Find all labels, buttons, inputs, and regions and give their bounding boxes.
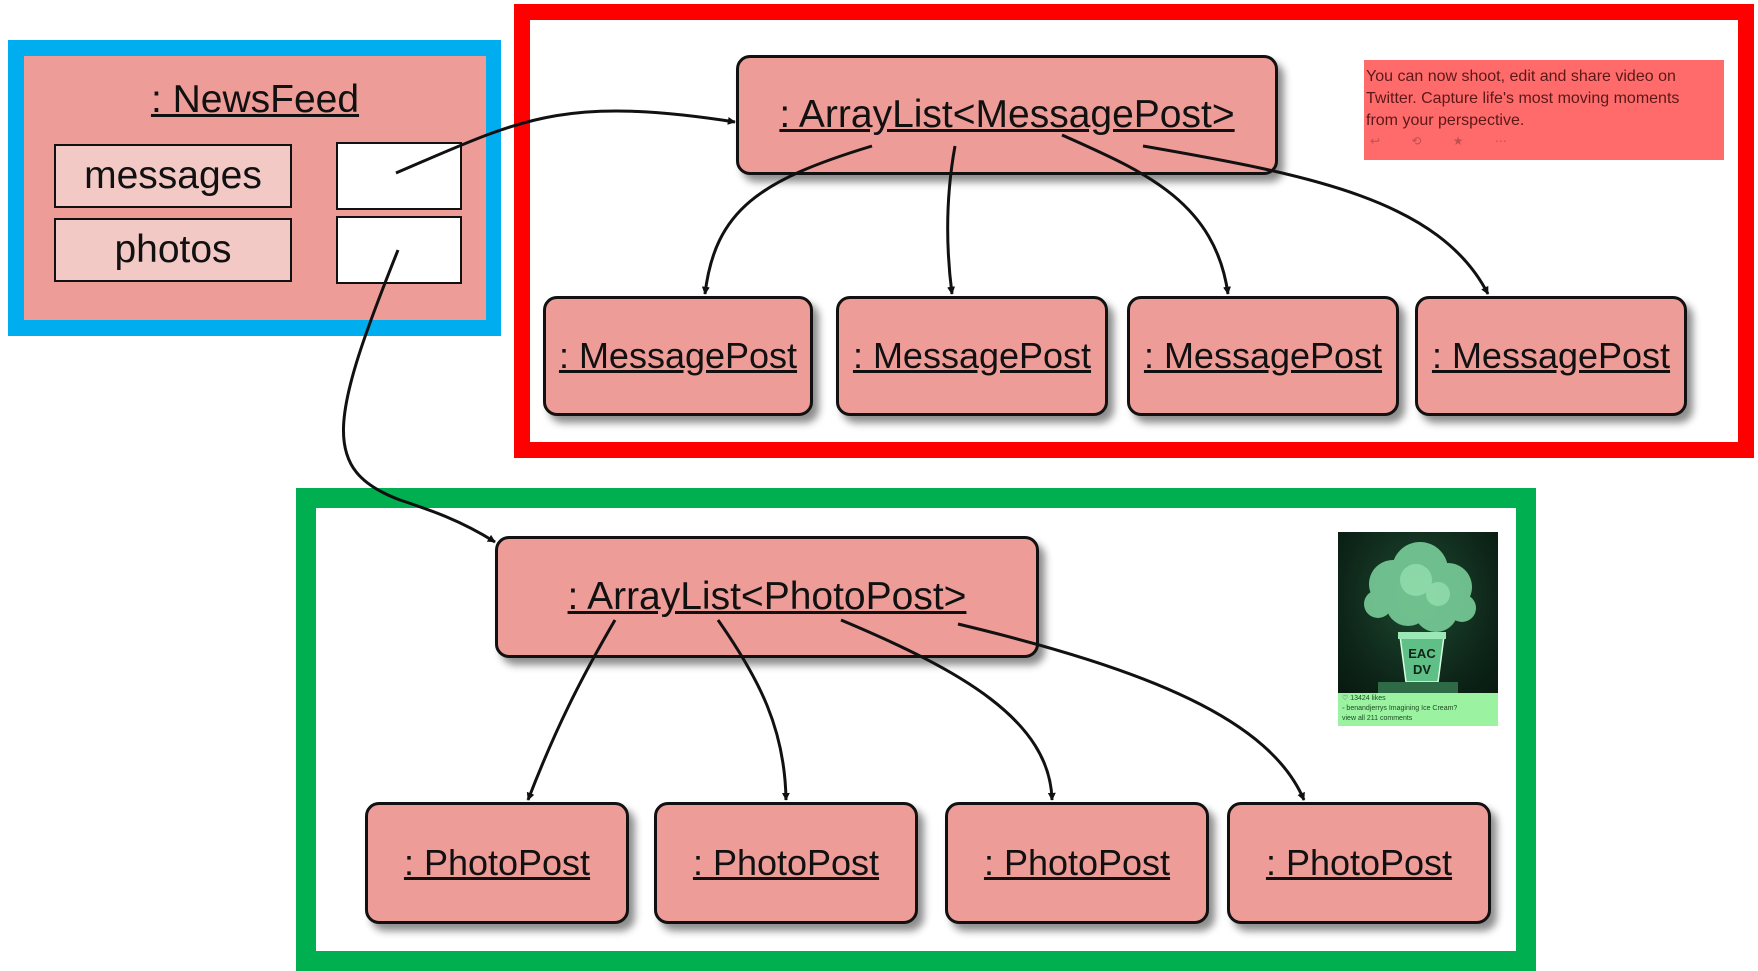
photos-highlight-frame bbox=[296, 488, 1536, 971]
photo-comments-link: view all 211 comments bbox=[1342, 715, 1413, 722]
arraylist-messagepost: : ArrayList<MessagePost> bbox=[736, 55, 1278, 175]
ice-cream-cloud-illustration: EAC DV bbox=[1364, 542, 1476, 693]
photo-image: EAC DV bbox=[1338, 532, 1498, 693]
photopost-object: : PhotoPost bbox=[654, 802, 918, 924]
svg-text:EAC: EAC bbox=[1408, 646, 1436, 661]
tweet-card: You can now shoot, edit and share video … bbox=[1364, 60, 1724, 160]
field-slot-photos bbox=[336, 216, 462, 284]
messagepost-object: : MessagePost bbox=[1127, 296, 1399, 416]
photopost-object: : PhotoPost bbox=[1227, 802, 1491, 924]
photo-card: EAC DV ♡ 13424 likes ◦ benandjerrys Imag… bbox=[1338, 532, 1498, 726]
field-slot-messages bbox=[336, 142, 462, 210]
messagepost-object: : MessagePost bbox=[543, 296, 813, 416]
photo-likes: ♡ 13424 likes bbox=[1342, 695, 1386, 702]
photopost-object: : PhotoPost bbox=[945, 802, 1209, 924]
field-label-photos: photos bbox=[54, 218, 292, 282]
arraylist-photopost: : ArrayList<PhotoPost> bbox=[495, 536, 1039, 658]
tweet-line: Twitter. Capture life's most moving mome… bbox=[1366, 90, 1680, 107]
photopost-object: : PhotoPost bbox=[365, 802, 629, 924]
messagepost-object: : MessagePost bbox=[836, 296, 1108, 416]
tweet-actions-icons: ↩ ⟲ ★ ⋯ bbox=[1370, 134, 1521, 148]
field-label-messages: messages bbox=[54, 144, 292, 208]
photo-caption: ♡ 13424 likes ◦ benandjerrys Imagining I… bbox=[1338, 693, 1498, 726]
svg-text:DV: DV bbox=[1413, 662, 1431, 677]
newsfeed-object: : NewsFeed messages photos bbox=[24, 56, 486, 320]
photo-caption-text: ◦ benandjerrys Imagining Ice Cream? bbox=[1342, 705, 1458, 712]
tweet-line: You can now shoot, edit and share video … bbox=[1366, 68, 1676, 85]
newsfeed-title: : NewsFeed bbox=[150, 78, 360, 121]
tweet-line: from your perspective. bbox=[1366, 112, 1525, 129]
messagepost-object: : MessagePost bbox=[1415, 296, 1687, 416]
